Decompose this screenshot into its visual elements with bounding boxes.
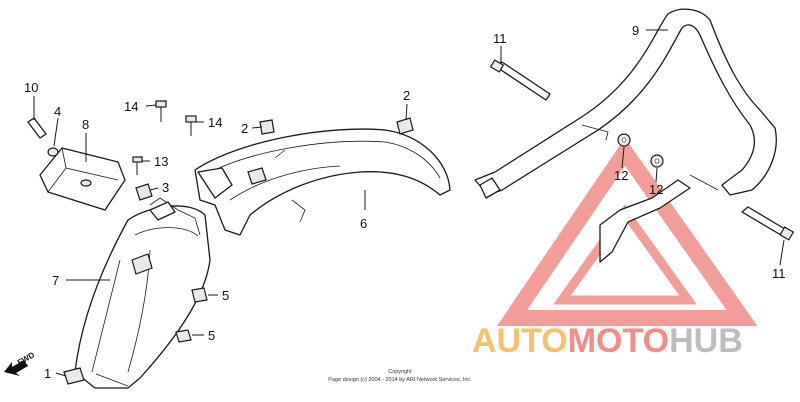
- nut-12-left[interactable]: [617, 133, 631, 147]
- callout-11-upper: 11: [493, 31, 507, 46]
- callout-6: 6: [360, 216, 367, 231]
- clip-5-upper[interactable]: [191, 287, 208, 303]
- callout-12-right: 12: [649, 182, 663, 197]
- grommet-2-upper[interactable]: [396, 117, 414, 135]
- watermark-triangle: [496, 137, 758, 326]
- watermark-moto: MOTO: [568, 322, 669, 360]
- callout-14-right: 14: [208, 115, 222, 130]
- copyright-line-2: Page design (c) 2004 - 2014 by ARI Netwo…: [328, 377, 472, 383]
- watermark-logo: AUTOMOTOHUB: [472, 322, 743, 360]
- callout-1: 1: [44, 366, 51, 381]
- callout-5-upper: 5: [222, 288, 229, 303]
- clip-3[interactable]: [135, 183, 153, 201]
- callout-2-left: 2: [241, 121, 248, 136]
- callout-13: 13: [154, 154, 168, 169]
- callout-8: 8: [82, 117, 89, 132]
- callout-5-lower: 5: [208, 328, 215, 343]
- inner-fender-part[interactable]: [74, 197, 211, 389]
- leader-lines: [33, 29, 785, 377]
- screw-13[interactable]: [132, 156, 143, 175]
- watermark-text: AUTOMOTOHUB: [472, 322, 743, 360]
- bolt-11-upper[interactable]: [489, 59, 551, 101]
- bolt-10[interactable]: [27, 117, 47, 139]
- watermark-auto: AUTO: [472, 322, 568, 360]
- grommet-2-left[interactable]: [259, 119, 275, 135]
- nut-12-right[interactable]: [650, 154, 664, 168]
- cushion-1[interactable]: [63, 367, 85, 385]
- callout-4: 4: [54, 104, 61, 119]
- bolt-11-lower[interactable]: [741, 206, 795, 241]
- fwd-arrow-icon: [4, 360, 28, 376]
- grab-rail-part[interactable]: [474, 8, 777, 263]
- fwd-direction-indicator: FWD: [4, 350, 36, 376]
- copyright-notice: Copyright Page design (c) 2004 - 2014 by…: [328, 369, 472, 383]
- copyright-line-1: Copyright: [388, 369, 412, 375]
- callout-10: 10: [24, 80, 38, 95]
- callout-11-lower: 11: [772, 266, 786, 281]
- callout-7: 7: [52, 273, 59, 288]
- tail-bracket-part[interactable]: [39, 147, 126, 211]
- rear-fender-part[interactable]: [194, 128, 451, 236]
- callout-12-left: 12: [614, 168, 628, 183]
- clip-5-lower[interactable]: [175, 329, 192, 343]
- screw-14-left[interactable]: [155, 100, 167, 122]
- callout-2-upper: 2: [403, 88, 410, 103]
- callout-14-left: 14: [124, 99, 138, 114]
- washer-4[interactable]: [47, 147, 59, 157]
- screw-14-right[interactable]: [185, 115, 197, 136]
- watermark-hub: HUB: [669, 322, 743, 360]
- callout-9: 9: [632, 23, 639, 38]
- callout-3: 3: [162, 180, 169, 195]
